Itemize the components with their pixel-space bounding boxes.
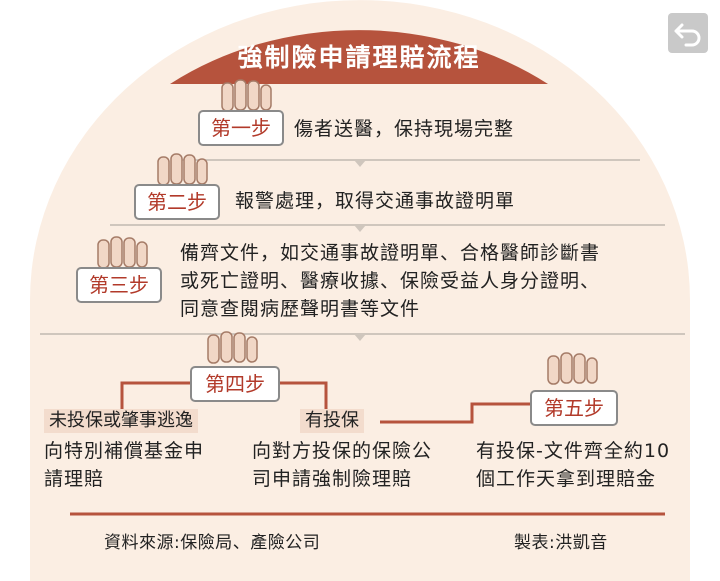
- step-3-text-line-3: 同意查閱病歷聲明書等文件: [180, 298, 421, 320]
- connector-final: [380, 402, 530, 424]
- hand-icon: [157, 153, 208, 186]
- insured-text-line-1: 向對方投保的保險公: [252, 440, 433, 462]
- step-1-text: 傷者送醫，保持現場完整: [294, 118, 515, 140]
- footer-credit: 製表:洪凱音: [514, 533, 608, 553]
- step-3-text-line-1: 備齊文件，如交通事故證明單、合格醫師診斷書: [180, 242, 601, 264]
- footer-source: 資料來源:保險局、產險公司: [104, 533, 321, 553]
- hand-icon: [97, 236, 148, 269]
- divider-3-notch: [354, 334, 366, 341]
- uninsured-tag: 未投保或肇事逃逸: [44, 409, 198, 433]
- step-4-label: 第四步: [190, 366, 280, 402]
- page-title: 強制險申請理賠流程: [237, 43, 481, 72]
- final-text-line-2: 個工作天拿到理賠金: [476, 468, 657, 490]
- hand-icon: [207, 331, 258, 364]
- uninsured-text-line-2: 請理賠: [44, 468, 105, 490]
- divider-1-notch: [354, 160, 366, 167]
- insured-tag: 有投保: [300, 409, 364, 433]
- step-1-label: 第一步: [198, 110, 284, 146]
- back-button[interactable]: [668, 13, 708, 53]
- connector-left: [120, 381, 190, 418]
- step-3-label: 第三步: [76, 267, 162, 303]
- step-2-text: 報警處理，取得交通事故證明單: [235, 190, 516, 212]
- uninsured-text-line-1: 向特別補償基金申: [44, 440, 205, 462]
- hand-icon: [221, 79, 272, 112]
- back-arrow-icon: [674, 23, 701, 47]
- step-5-label: 第五步: [530, 390, 618, 426]
- hand-icon: [547, 352, 598, 385]
- step-2-label: 第二步: [134, 184, 220, 220]
- title-band: [170, 30, 548, 84]
- connector-right: [278, 381, 328, 418]
- divider-2-notch: [354, 225, 366, 232]
- step-3-text-line-2: 或死亡證明、醫療收據、保險受益人身分證明、: [180, 270, 601, 292]
- panel-background: [30, 0, 690, 581]
- insured-text-line-2: 司申請強制險理賠: [252, 468, 413, 490]
- final-text-line-1: 有投保-文件齊全約10: [476, 440, 671, 462]
